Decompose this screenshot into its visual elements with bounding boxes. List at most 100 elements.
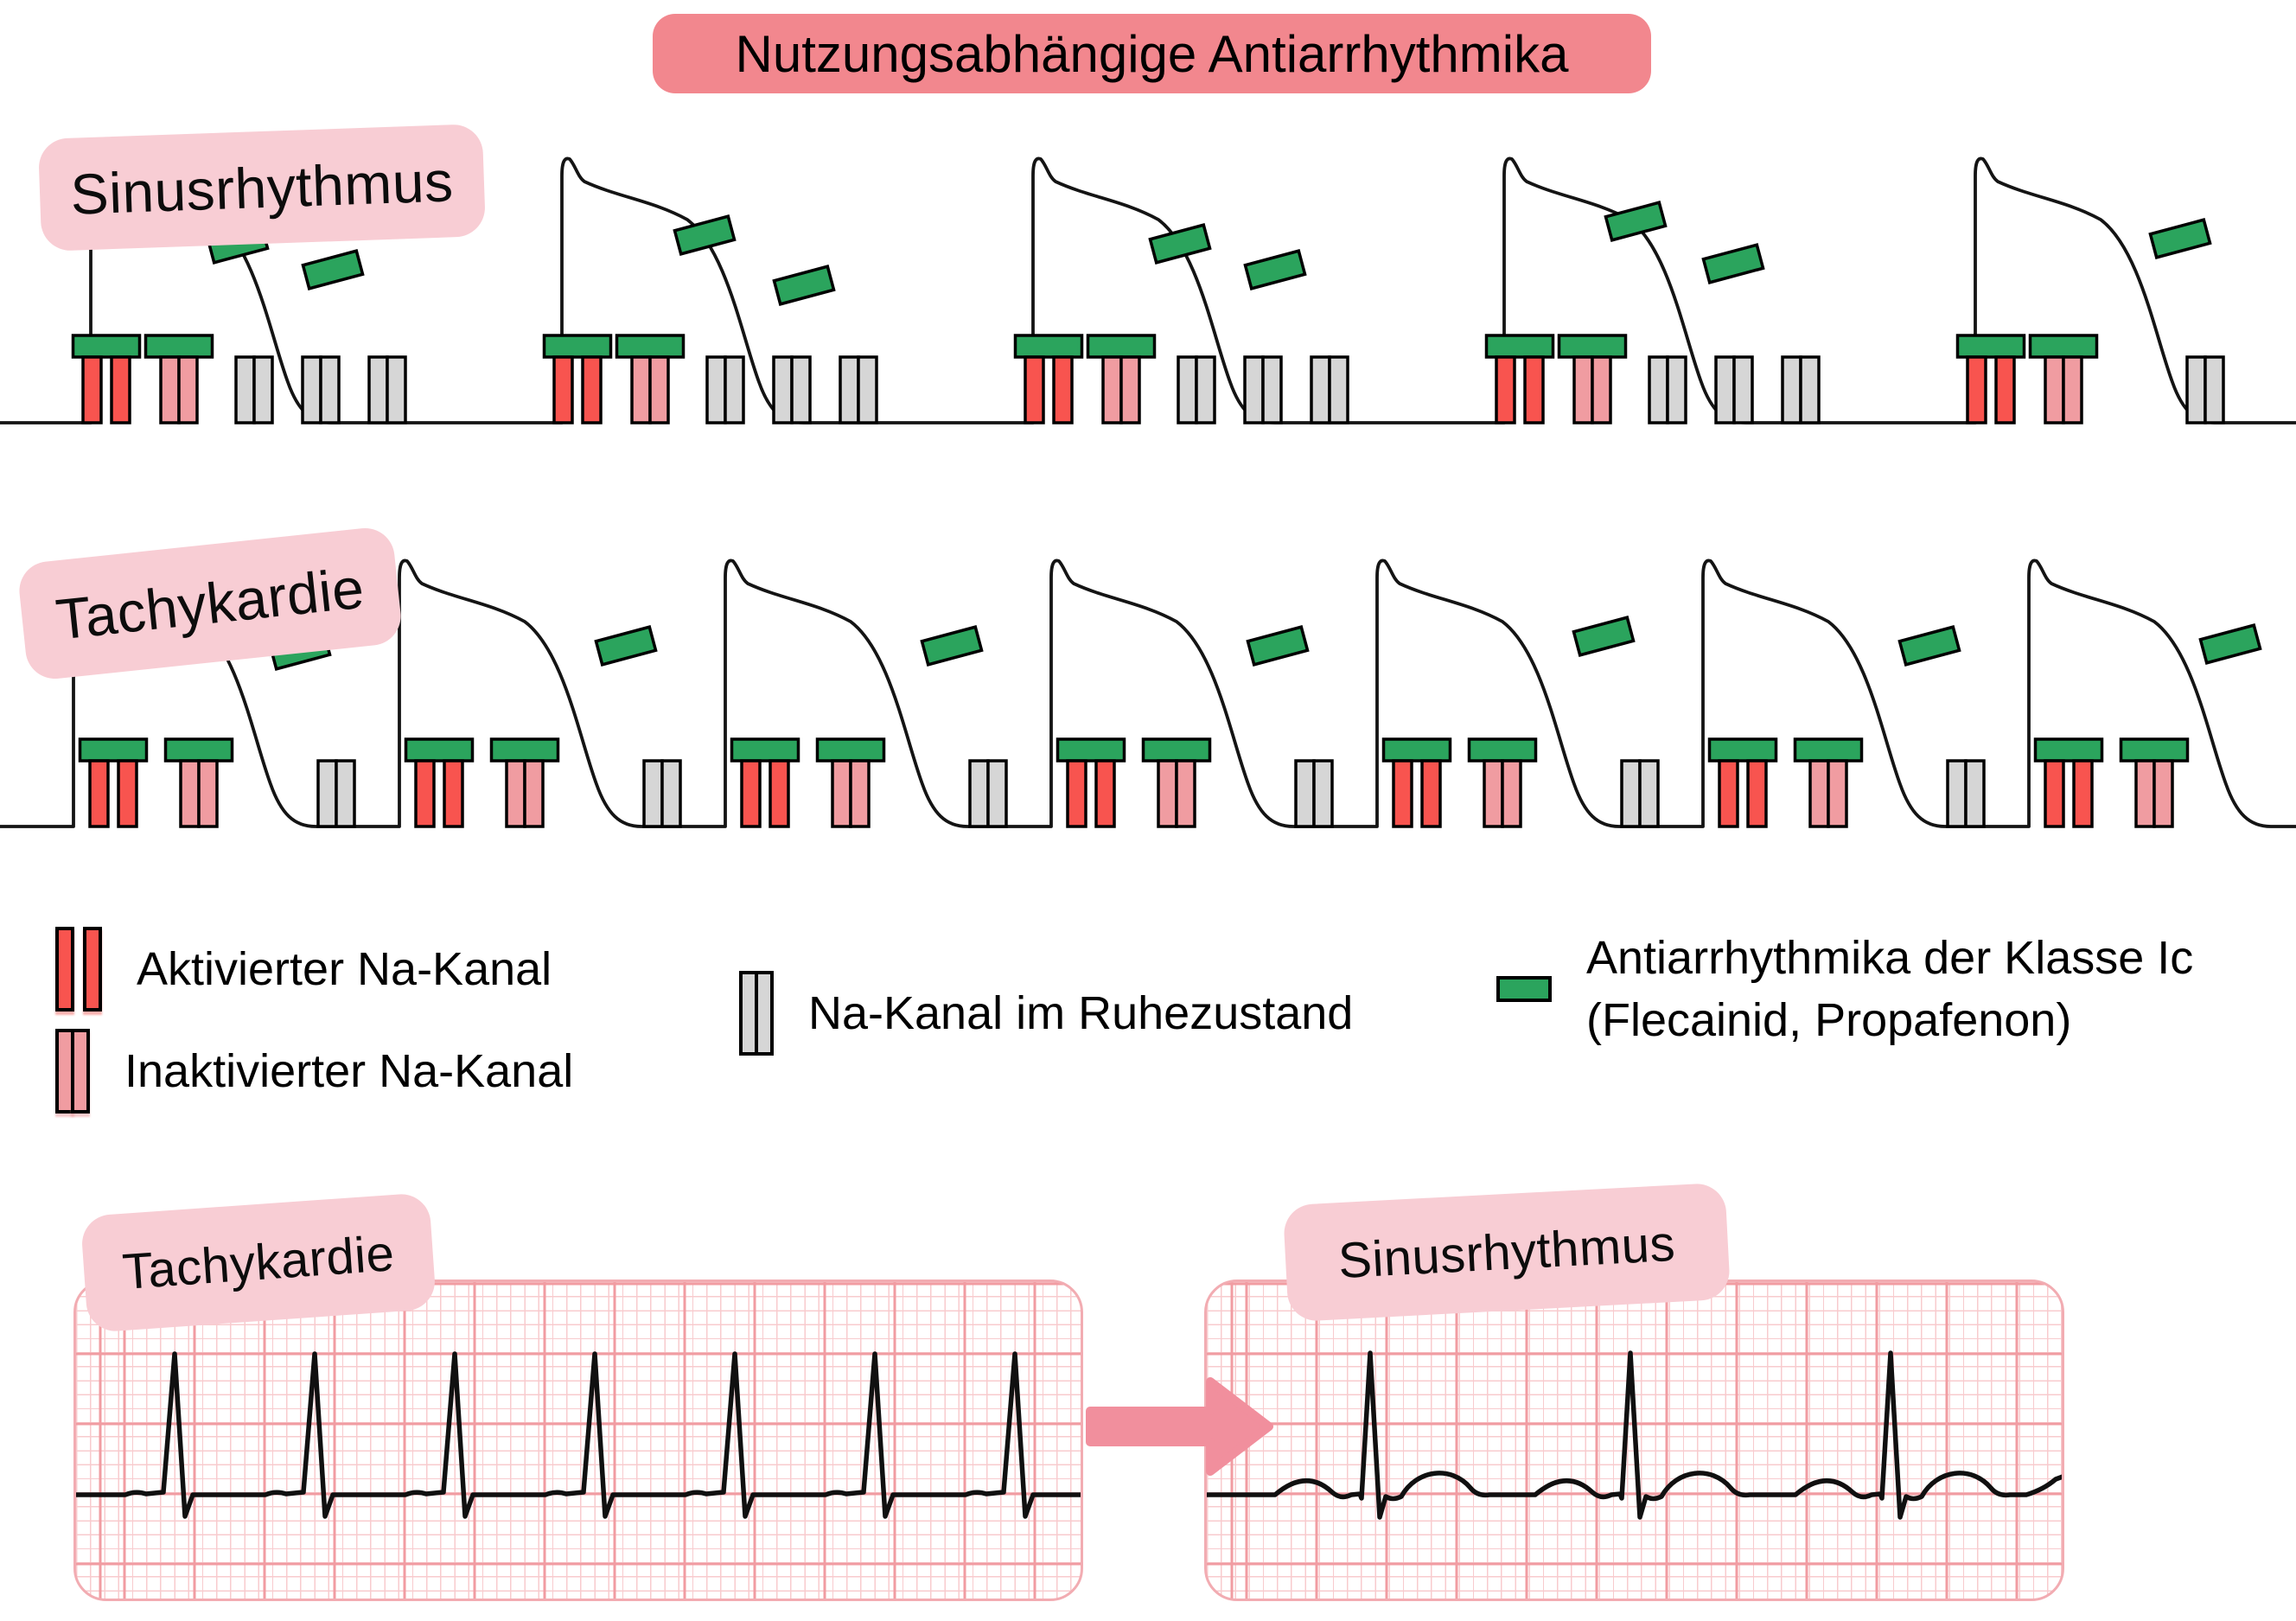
drug-cap bbox=[1955, 334, 2026, 359]
na-channel-resting bbox=[968, 759, 1008, 828]
drug-molecule bbox=[1572, 616, 1636, 657]
na-channel-inactivated bbox=[1141, 737, 1212, 828]
na-channel-resting bbox=[1714, 355, 1754, 424]
drug-molecule bbox=[920, 625, 984, 667]
ecg-tachy-label: Tachykardie bbox=[120, 1225, 397, 1300]
drug-molecule bbox=[301, 249, 365, 290]
channel-pillar bbox=[1261, 355, 1283, 424]
arrow-shape bbox=[1086, 1377, 1273, 1476]
channel-pillar bbox=[523, 759, 545, 828]
na-channel-inactivated bbox=[1086, 334, 1157, 424]
channel-pillar bbox=[648, 355, 670, 424]
drug-molecule bbox=[2198, 623, 2262, 665]
na-channel-activated bbox=[1707, 737, 1778, 828]
ecg-trace-tachykardie bbox=[76, 1351, 1081, 1519]
channel-pillar bbox=[1501, 759, 1522, 828]
channel-pillar bbox=[117, 759, 138, 828]
channel-pillar bbox=[1094, 759, 1116, 828]
channel-pillar bbox=[1732, 355, 1754, 424]
legend-item-drug: Antiarrhythmika der Klasse Ic (Flecainid… bbox=[1496, 927, 2243, 1051]
drug-cap bbox=[1381, 737, 1452, 763]
channel-pillar bbox=[2062, 355, 2083, 424]
drug-cap bbox=[1707, 737, 1778, 763]
channel-pillar bbox=[1119, 355, 1141, 424]
na-channel-resting bbox=[1310, 355, 1349, 424]
na-channel-activated bbox=[2033, 737, 2104, 828]
channel-pillar bbox=[1666, 355, 1687, 424]
channel-pillar bbox=[177, 355, 199, 424]
ecg-strip-tachykardie bbox=[73, 1280, 1083, 1601]
inactivated-na-channel-icon bbox=[55, 1029, 90, 1114]
ecg-tachy-label-badge: Tachykardie bbox=[80, 1192, 437, 1333]
channel-pillar bbox=[581, 355, 603, 424]
ecg-sinus-label-badge: Sinusrhythmus bbox=[1282, 1182, 1732, 1323]
channel-pillar bbox=[1052, 355, 1074, 424]
channel-pillar bbox=[1827, 759, 1848, 828]
na-channel-resting bbox=[316, 759, 356, 828]
legend-label-drug: Antiarrhythmika der Klasse Ic (Flecainid… bbox=[1586, 932, 2194, 1046]
drug-cap bbox=[163, 737, 234, 763]
drug-molecule bbox=[1604, 201, 1668, 242]
na-channel-inactivated bbox=[1467, 737, 1538, 828]
channel-pillar bbox=[1523, 355, 1545, 424]
class-ic-drug-icon bbox=[1496, 976, 1552, 1002]
na-channel-resting bbox=[705, 355, 745, 424]
legend-item-activated: Aktivierter Na-Kanal bbox=[55, 927, 552, 1012]
ecg-trace bbox=[1207, 1350, 2062, 1520]
channel-pillar bbox=[2152, 759, 2174, 828]
drug-cap bbox=[2119, 737, 2190, 763]
channel-pillar bbox=[724, 355, 745, 424]
channel-pillar bbox=[740, 759, 762, 828]
drug-cap bbox=[144, 334, 214, 359]
drug-cap bbox=[1056, 737, 1126, 763]
channel-pillar bbox=[1718, 759, 1739, 828]
legend-label-resting: Na-Kanal im Ruhezustand bbox=[808, 987, 1354, 1039]
drug-cap bbox=[78, 737, 149, 763]
drug-cap bbox=[1141, 737, 1212, 763]
drug-molecule bbox=[673, 214, 737, 256]
drug-cap bbox=[1793, 737, 1864, 763]
drug-molecule bbox=[1243, 249, 1307, 290]
na-channel-resting bbox=[1177, 355, 1216, 424]
drug-cap bbox=[71, 334, 142, 359]
na-channel-resting bbox=[1243, 355, 1283, 424]
channel-pillar bbox=[660, 759, 682, 828]
channel-pillar bbox=[1175, 759, 1196, 828]
legend-item-resting: Na-Kanal im Ruhezustand bbox=[739, 971, 1353, 1056]
drug-molecule bbox=[1897, 625, 1961, 667]
na-channel-resting bbox=[772, 355, 812, 424]
na-channel-resting bbox=[1781, 355, 1821, 424]
drug-molecule bbox=[772, 265, 836, 306]
na-channel-inactivated bbox=[2028, 334, 2099, 424]
na-channel-resting bbox=[1946, 759, 1986, 828]
na-channel-resting bbox=[1294, 759, 1334, 828]
na-channel-activated bbox=[1484, 334, 1555, 424]
channel-pillar bbox=[1024, 355, 1045, 424]
channel-pillar bbox=[790, 355, 812, 424]
ecg-trace bbox=[76, 1351, 1081, 1519]
na-channel-resting bbox=[1648, 355, 1687, 424]
drug-cap bbox=[404, 737, 475, 763]
sinus-row-label: Sinusrhythmus bbox=[69, 149, 455, 227]
channel-pillar bbox=[1420, 759, 1442, 828]
na-channel-activated bbox=[404, 737, 475, 828]
title-badge: Nutzungsabhängige Antiarrhythmika bbox=[653, 14, 1651, 93]
sinus-row-label-badge: Sinusrhythmus bbox=[37, 124, 487, 252]
drug-molecule bbox=[1246, 625, 1310, 667]
channel-pillar bbox=[2072, 759, 2094, 828]
na-channel-inactivated bbox=[1793, 737, 1864, 828]
na-channel-activated bbox=[730, 737, 800, 828]
drug-cap bbox=[730, 737, 800, 763]
na-channel-resting bbox=[2185, 355, 2225, 424]
drug-cap bbox=[1013, 334, 1084, 359]
ecg-trace-sinusrhythmus bbox=[1207, 1350, 2062, 1520]
channel-pillar bbox=[552, 355, 574, 424]
channel-pillar bbox=[110, 355, 131, 424]
na-channel-resting bbox=[642, 759, 682, 828]
channel-pillar bbox=[986, 759, 1008, 828]
na-channel-inactivated bbox=[2119, 737, 2190, 828]
drug-cap bbox=[1484, 334, 1555, 359]
channel-pillar bbox=[1392, 759, 1413, 828]
channel-pillar bbox=[2044, 759, 2065, 828]
